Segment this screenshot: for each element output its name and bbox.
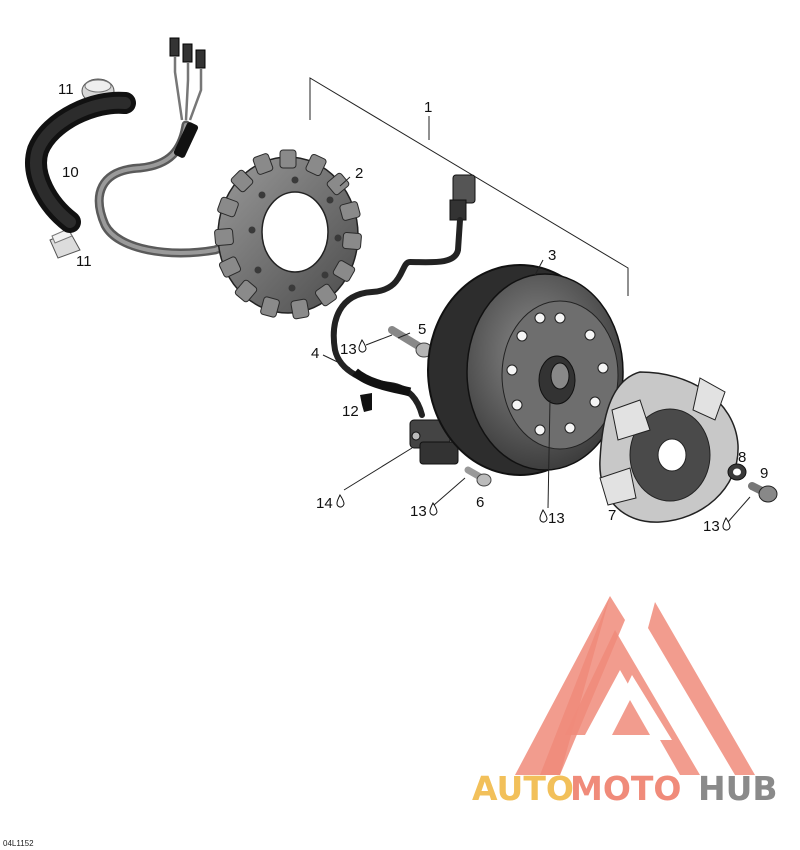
callout-4: 4	[311, 345, 319, 362]
callout-3: 3	[548, 247, 556, 264]
callout-9: 9	[760, 465, 768, 482]
callout-13-rotor: 13	[548, 510, 565, 527]
callout-2: 2	[355, 165, 363, 182]
rotor	[427, 264, 624, 476]
drop-icon	[358, 339, 367, 353]
callout-11-bottom: 11	[76, 253, 92, 270]
stator	[214, 149, 362, 320]
callout-11-top: 11	[58, 81, 74, 98]
automotohub-logo: AUTO MOTO HUB	[472, 596, 778, 808]
callout-7: 7	[608, 507, 616, 524]
callout-1: 1	[424, 99, 432, 116]
drop-icon	[429, 502, 438, 516]
callout-6: 6	[476, 494, 484, 511]
callout-8: 8	[738, 449, 746, 466]
rotor-bolt	[748, 482, 778, 503]
wire-clip	[360, 393, 372, 412]
drop-icon	[722, 517, 731, 531]
callout-12: 12	[342, 403, 359, 420]
callout-14: 14	[316, 495, 333, 512]
sensor-bolt	[464, 466, 492, 487]
callout-13-bolt9: 13	[703, 518, 720, 535]
trigger-harness	[330, 174, 476, 465]
document-id: 04L1152	[3, 839, 34, 848]
stator-connectors	[169, 37, 206, 121]
assembly-bracket	[309, 77, 629, 296]
leader-lines	[322, 176, 751, 523]
drop-icon	[336, 494, 345, 508]
watermark-part2: MOTO	[570, 769, 681, 808]
watermark-part3: HUB	[698, 769, 778, 808]
drop-icon	[539, 509, 548, 523]
washer	[727, 463, 747, 481]
watermark-part1: AUTO	[472, 769, 574, 808]
callout-10: 10	[62, 164, 79, 181]
callout-13-bolt5: 13	[340, 341, 357, 358]
sprag-cover	[599, 371, 739, 523]
callout-13-bolt6: 13	[410, 503, 427, 520]
callout-5: 5	[418, 321, 426, 338]
